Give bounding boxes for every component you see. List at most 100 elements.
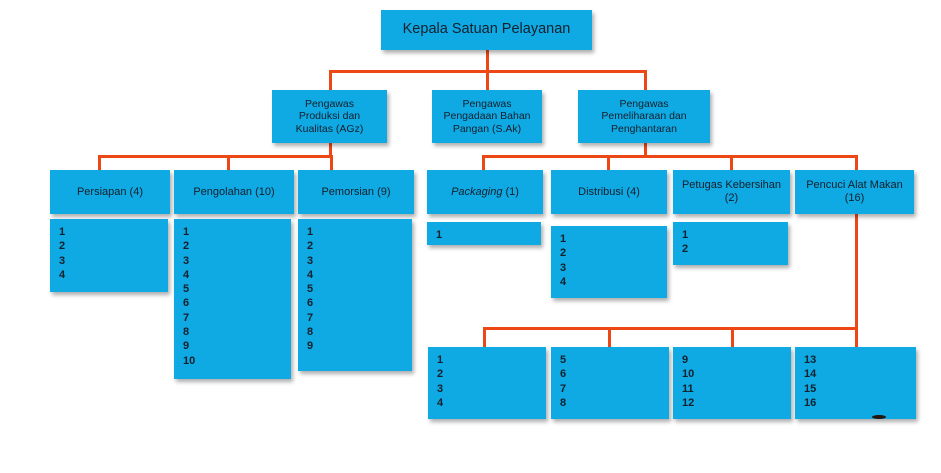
list-item: 6 xyxy=(183,297,190,310)
connector-drop-pengolahan xyxy=(227,155,230,170)
list-item: 3 xyxy=(59,254,66,267)
connector-drop-pencuci-a xyxy=(483,327,486,347)
list-item: 1 xyxy=(682,229,689,241)
connector-penghantaran-stem xyxy=(644,143,647,157)
list-item: 8 xyxy=(560,396,567,409)
node-pengolahan[interactable]: Pengolahan (10) xyxy=(174,170,294,214)
connector-drop-pencuci xyxy=(855,155,858,170)
list-item: 5 xyxy=(560,354,567,366)
node-label: Kepala Satuan Pelayanan xyxy=(402,21,571,38)
list-item: 4 xyxy=(307,268,314,281)
list-item: 1 xyxy=(436,229,443,241)
list-item: 3 xyxy=(307,254,314,267)
unit-label-line-1: Petugas Kebersihan xyxy=(681,179,782,192)
connector-drop-pencuci-c xyxy=(731,327,734,347)
unit-label: Pemorsian (9) xyxy=(321,185,391,198)
list-item: 8 xyxy=(183,326,190,339)
list-item: 2 xyxy=(682,243,689,256)
connector-drop-kebersihan xyxy=(730,155,733,170)
list-item: 5 xyxy=(307,283,314,296)
edge-artifact xyxy=(872,415,886,419)
list-item: 4 xyxy=(560,275,567,288)
connector-drop-persiapan xyxy=(98,155,101,170)
list-packaging[interactable]: 1 xyxy=(427,222,541,245)
list-item: 4 xyxy=(59,268,66,281)
connector-drop-penghantaran xyxy=(644,70,647,90)
connector-drop-sak xyxy=(486,70,489,90)
node-packaging[interactable]: Packaging (1) xyxy=(427,170,543,214)
supervisor-line-2: Pengadaan Bahan xyxy=(443,110,531,123)
node-kepala-satuan-pelayanan[interactable]: Kepala Satuan Pelayanan xyxy=(381,10,592,50)
list-item: 2 xyxy=(437,368,444,381)
supervisor-line-3: Kualitas (AGz) xyxy=(295,122,364,135)
list-item: 1 xyxy=(437,354,444,366)
list-item: 3 xyxy=(437,382,444,395)
list-item: 2 xyxy=(59,240,66,253)
list-item: 1 xyxy=(183,226,190,238)
node-pengawas-pemeliharaan-penghantaran[interactable]: Pengawas Pemeliharaan dan Penghantaran xyxy=(578,90,710,143)
supervisor-line-2: Produksi dan xyxy=(298,110,361,123)
connector-drop-distribusi xyxy=(607,155,610,170)
unit-label: Persiapan (4) xyxy=(76,185,144,198)
list-item: 3 xyxy=(560,261,567,274)
unit-label-line-2: (2) xyxy=(724,192,739,204)
unit-label: Pengolahan (10) xyxy=(193,185,275,198)
list-item: 9 xyxy=(307,340,314,353)
list-item: 16 xyxy=(804,396,817,409)
list-item: 9 xyxy=(183,340,190,353)
list-item: 11 xyxy=(682,382,694,395)
list-item: 3 xyxy=(183,254,190,267)
connector-bottom-bus xyxy=(483,327,858,330)
list-item: 7 xyxy=(560,382,567,395)
supervisor-line-1: Pengawas xyxy=(462,97,512,110)
unit-label-line-1: Pencuci Alat Makan xyxy=(806,179,903,192)
supervisor-line-3: Pangan (S.Ak) xyxy=(452,122,522,135)
node-persiapan[interactable]: Persiapan (4) xyxy=(50,170,170,214)
unit-label-suffix: (1) xyxy=(502,185,519,198)
supervisor-line-3: Penghantaran xyxy=(611,122,677,135)
list-item: 8 xyxy=(307,326,314,339)
node-pemorsian[interactable]: Pemorsian (9) xyxy=(298,170,414,214)
connector-pencuci-descender xyxy=(855,214,858,360)
unit-label-italic: Packaging xyxy=(451,185,503,198)
supervisor-line-2: Pemeliharaan dan xyxy=(601,110,687,123)
list-item: 14 xyxy=(804,368,817,381)
supervisor-line-1: Pengawas xyxy=(619,97,669,110)
connector-agz-bus xyxy=(98,155,332,158)
node-pengawas-produksi-kualitas[interactable]: Pengawas Produksi dan Kualitas (AGz) xyxy=(272,90,387,143)
connector-root-stem xyxy=(486,50,489,72)
list-item: 1 xyxy=(59,226,66,238)
supervisor-line-1: Pengawas xyxy=(304,97,355,110)
connector-agz-stem xyxy=(329,143,332,157)
node-distribusi[interactable]: Distribusi (4) xyxy=(551,170,667,214)
list-item: 13 xyxy=(804,354,817,366)
connector-drop-pencuci-b xyxy=(608,327,611,347)
list-item: 6 xyxy=(560,368,567,381)
list-item: 5 xyxy=(183,283,190,296)
connector-right-bus xyxy=(482,155,857,158)
list-item: 2 xyxy=(307,240,314,253)
list-item: 1 xyxy=(560,233,567,245)
list-item: 12 xyxy=(682,396,695,409)
unit-label-line-2: (16) xyxy=(844,192,865,204)
list-item: 9 xyxy=(682,354,689,366)
list-item: 4 xyxy=(437,396,444,409)
node-pengawas-pengadaan-bahan-pangan[interactable]: Pengawas Pengadaan Bahan Pangan (S.Ak) xyxy=(432,90,542,143)
connector-drop-pemorsian xyxy=(330,155,333,170)
list-item: 7 xyxy=(307,311,314,324)
list-item: 10 xyxy=(183,354,196,367)
node-petugas-kebersihan[interactable]: Petugas Kebersihan (2) xyxy=(673,170,790,214)
node-pencuci-alat-makan[interactable]: Pencuci Alat Makan (16) xyxy=(795,170,914,214)
list-item: 4 xyxy=(183,268,190,281)
connector-drop-agz xyxy=(329,70,332,90)
